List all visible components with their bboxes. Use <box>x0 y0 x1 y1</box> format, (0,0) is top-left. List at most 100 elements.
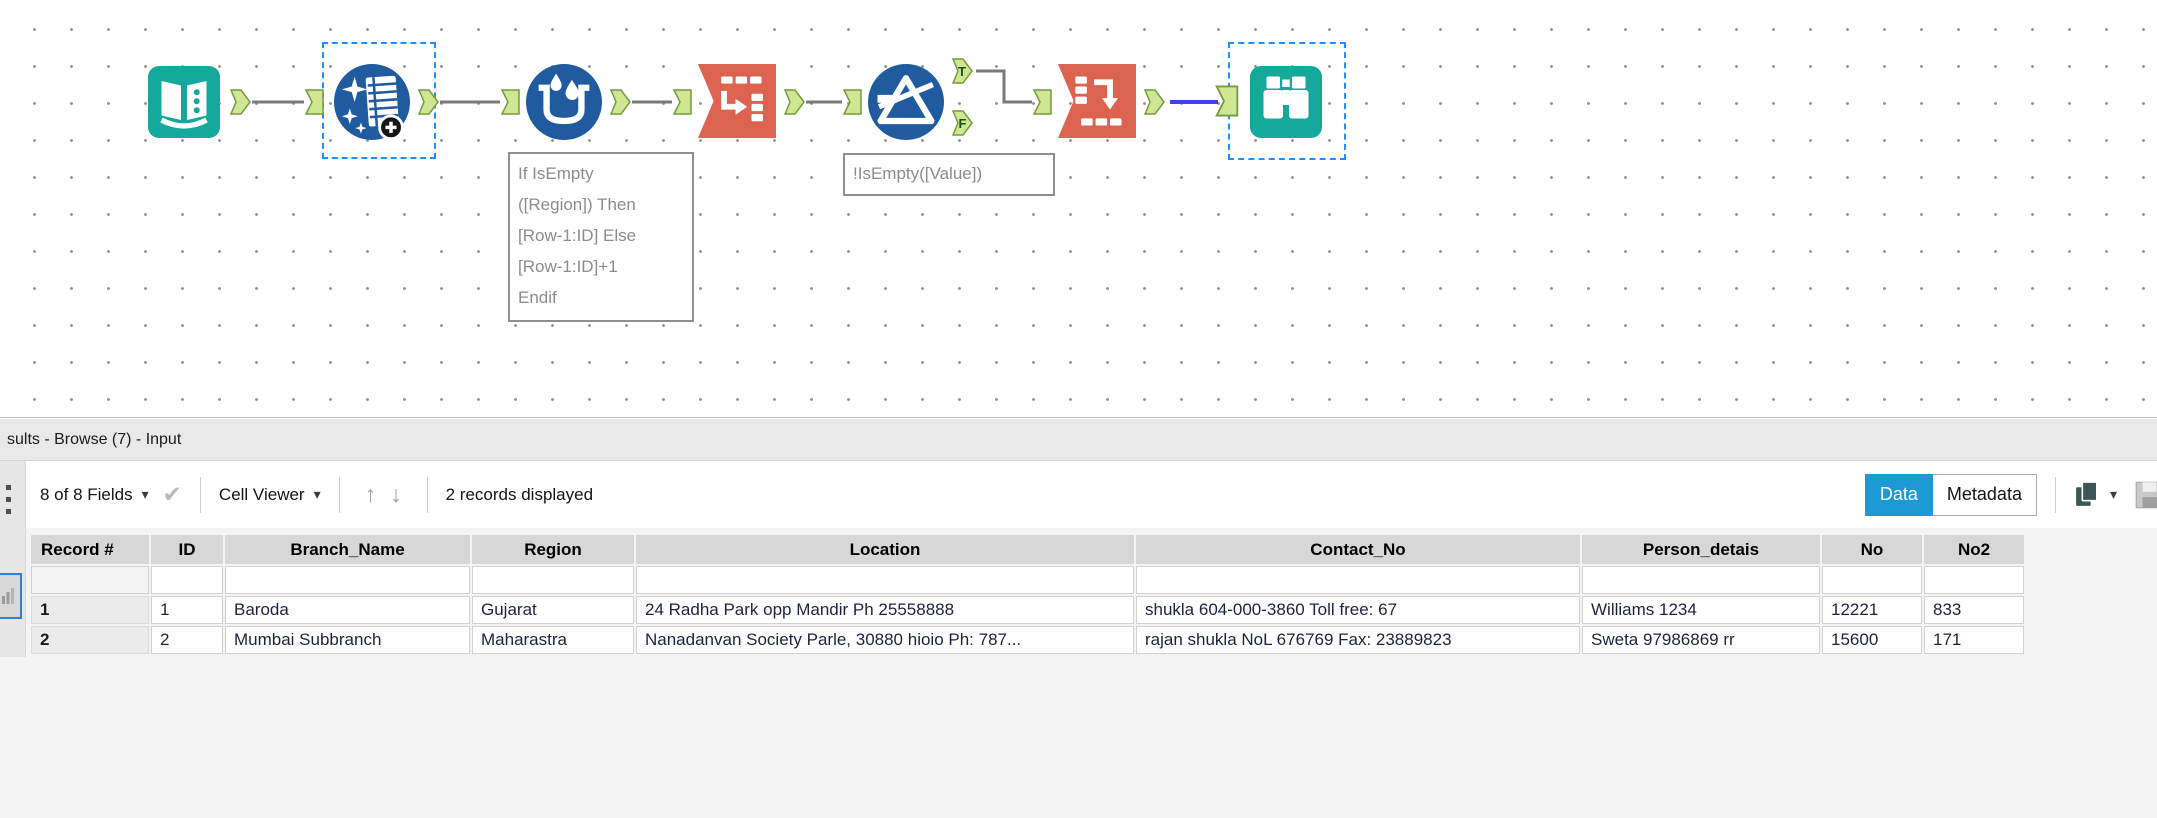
filter-tool[interactable] <box>868 64 944 140</box>
arrow-up-icon[interactable]: ↑ <box>364 481 377 507</box>
quality-bar <box>1136 566 1580 594</box>
results-side-strip <box>0 461 26 657</box>
quality-bar <box>1822 566 1922 594</box>
tab-metadata[interactable]: Metadata <box>1932 473 2037 516</box>
results-grid: Record # ID Branch_Name Region Location … <box>29 533 2026 656</box>
table-cell[interactable]: Maharastra <box>472 626 634 654</box>
toolbar-separator <box>2054 476 2056 513</box>
input-anchor[interactable] <box>672 88 693 116</box>
copy-button[interactable] <box>2074 480 2101 509</box>
table-cell[interactable]: Gujarat <box>472 596 634 624</box>
table-cell[interactable]: Sweta 97986869 rr <box>1582 626 1820 654</box>
apply-checkmark-icon[interactable]: ✔ <box>162 481 182 507</box>
record-number-cell[interactable]: 1 <box>31 596 149 624</box>
quality-bar <box>1924 566 2024 594</box>
connections-layer <box>252 69 1218 104</box>
output-anchor[interactable] <box>784 88 805 116</box>
chevron-down-icon[interactable]: ▾ <box>313 486 321 502</box>
header-row: Record # ID Branch_Name Region Location … <box>31 535 2024 564</box>
results-panel: sults - Browse (7) - Input 8 of 8 Fields… <box>0 419 2157 818</box>
quality-bar <box>636 566 1134 594</box>
table-row: 1 1 Baroda Gujarat 24 Radha Park opp Man… <box>31 596 2024 624</box>
false-output-anchor[interactable]: F <box>952 109 973 137</box>
tab-data[interactable]: Data <box>1864 473 1933 516</box>
table-cell[interactable]: Mumbai Subbranch <box>225 626 470 654</box>
toolbar-separator <box>199 476 201 513</box>
table-cell[interactable]: 12221 <box>1822 596 1922 624</box>
chevron-down-icon[interactable]: ▾ <box>2109 486 2117 502</box>
crosstab-icon <box>1075 76 1122 126</box>
table-row: 2 2 Mumbai Subbranch Maharastra Nanadanv… <box>31 626 2024 654</box>
data-quality-bar-row <box>31 566 2024 594</box>
input-data-tool[interactable] <box>148 66 220 138</box>
input-anchor[interactable] <box>1214 84 1240 118</box>
grid-view-button[interactable] <box>0 573 22 619</box>
column-header[interactable]: Person_detais <box>1582 535 1820 564</box>
filter-funnel-icon <box>877 75 935 125</box>
output-anchor[interactable] <box>418 88 439 116</box>
input-anchor[interactable] <box>842 88 863 116</box>
book-icon <box>160 81 208 129</box>
binoculars-icon <box>1263 76 1309 119</box>
chevron-down-icon[interactable]: ▾ <box>141 486 149 502</box>
table-cell[interactable]: Nanadanvan Society Parle, 30880 hioio Ph… <box>636 626 1134 654</box>
output-anchor[interactable] <box>610 88 631 116</box>
toolbar-separator <box>426 476 428 513</box>
column-header[interactable]: Location <box>636 535 1134 564</box>
table-sparkles-tool[interactable] <box>334 64 410 140</box>
fields-dropdown[interactable]: 8 of 8 Fields <box>40 484 133 504</box>
cell-viewer-dropdown[interactable]: Cell Viewer <box>218 484 305 504</box>
table-cell[interactable]: 15600 <box>1822 626 1922 654</box>
transpose-icon <box>721 76 763 122</box>
column-header[interactable]: No <box>1822 535 1922 564</box>
table-cell[interactable]: 833 <box>1924 596 2024 624</box>
column-header[interactable]: Contact_No <box>1136 535 1580 564</box>
table-cell[interactable]: rajan shukla NoL 676769 Fax: 23889823 <box>1136 626 1580 654</box>
quality-bar <box>225 566 470 594</box>
annotation-filter[interactable]: !IsEmpty([Value]) <box>843 153 1055 196</box>
save-button[interactable] <box>2133 478 2157 512</box>
column-header[interactable]: No2 <box>1924 535 2024 564</box>
input-anchor[interactable] <box>304 88 325 116</box>
column-header[interactable]: Record # <box>31 535 149 564</box>
annotation-multi-row-formula[interactable]: If IsEmpty ([Region]) Then [Row-1:ID] El… <box>508 152 694 322</box>
save-icon <box>2135 481 2157 508</box>
column-header[interactable]: Region <box>472 535 634 564</box>
table-cell[interactable]: 171 <box>1924 626 2024 654</box>
false-anchor-label: F <box>959 116 967 131</box>
table-cell[interactable]: Baroda <box>225 596 470 624</box>
results-toolbar: 8 of 8 Fields ▾ ✔ Cell Viewer ▾ ↑ ↓ 2 re… <box>0 461 2157 528</box>
table-cell[interactable]: 1 <box>151 596 223 624</box>
input-anchor[interactable] <box>1032 88 1053 116</box>
table-cell[interactable]: Williams 1234 <box>1582 596 1820 624</box>
connection-wire-true-branch[interactable] <box>976 69 1032 104</box>
table-cell[interactable]: shukla 604-000-3860 Toll free: 67 <box>1136 596 1580 624</box>
true-anchor-label: T <box>958 64 966 79</box>
record-number-cell[interactable]: 2 <box>31 626 149 654</box>
results-table: Record # ID Branch_Name Region Location … <box>29 533 2026 656</box>
table-sparkles-icon <box>341 75 404 140</box>
quality-bar <box>472 566 634 594</box>
quality-bar <box>1582 566 1820 594</box>
results-titlebar: sults - Browse (7) - Input <box>0 419 2157 461</box>
panel-grip-handle[interactable] <box>6 485 11 521</box>
true-output-anchor[interactable]: T <box>952 57 973 85</box>
output-anchor[interactable] <box>230 88 251 116</box>
column-header[interactable]: ID <box>151 535 223 564</box>
workflow-canvas[interactable]: T F <box>0 0 2157 418</box>
bucket-drops-icon <box>538 73 590 125</box>
table-cell[interactable]: 24 Radha Park opp Mandir Ph 25558888 <box>636 596 1134 624</box>
results-title: sults - Browse (7) - Input <box>7 430 182 448</box>
copy-icon <box>2076 481 2098 506</box>
column-header[interactable]: Branch_Name <box>225 535 470 564</box>
quality-bar <box>151 566 223 594</box>
profile-icon <box>2 588 14 604</box>
browse-tool[interactable] <box>1250 66 1322 138</box>
input-anchor[interactable] <box>500 88 521 116</box>
arrow-down-icon[interactable]: ↓ <box>390 481 402 507</box>
quality-bar-blank <box>31 566 149 594</box>
multi-row-formula-tool[interactable] <box>526 64 602 140</box>
table-cell[interactable]: 2 <box>151 626 223 654</box>
output-anchor[interactable] <box>1144 88 1165 116</box>
